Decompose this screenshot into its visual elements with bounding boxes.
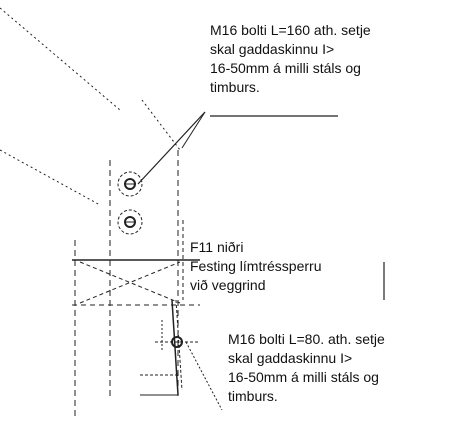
upper-diagonal-dotted-line — [0, 7, 121, 111]
bottom-bolt-leader-line — [185, 341, 223, 411]
bottom-bolt-note-line-3: 16-50mm á milli stáls og — [228, 369, 379, 385]
fastening-note: F11 niðri Festing límtréssperru við vegg… — [190, 238, 321, 295]
top-bolt-note-line-4: timburs. — [210, 79, 260, 95]
fastening-note-line-2: Festing límtréssperru — [190, 258, 322, 274]
top-bolt-leader-line-2 — [181, 111, 206, 149]
top-bolt-note-line-1: M16 bolti L=160 ath. setje — [210, 22, 371, 38]
lower-diagonal-dotted-line — [0, 149, 101, 206]
bottom-bolt-note-line-1: M16 bolti L=80. ath. setje — [228, 331, 385, 347]
top-bolt-note-line-3: 16-50mm á milli stáls og — [210, 60, 361, 76]
top-bolt-note-line-2: skal gaddaskinnu I> — [210, 41, 335, 57]
bolt-lower-icon — [117, 209, 143, 235]
bottom-bolt-note: M16 bolti L=80. ath. setje skal gaddaski… — [228, 330, 385, 406]
fastening-note-line-3: við veggrind — [190, 277, 266, 293]
top-bolt-note: M16 bolti L=160 ath. setje skal gaddaski… — [210, 21, 371, 97]
right-diagonal-dotted-line — [141, 99, 181, 151]
bottom-bolt-note-line-2: skal gaddaskinnu I> — [228, 350, 353, 366]
bottom-bolt-note-line-4: timburs. — [228, 388, 278, 404]
top-bolt-leader-line — [137, 111, 206, 185]
bolt-upper-icon — [117, 171, 143, 197]
fastening-note-line-1: F11 niðri — [190, 239, 244, 255]
lower-bolt-assembly-icon — [140, 299, 200, 396]
